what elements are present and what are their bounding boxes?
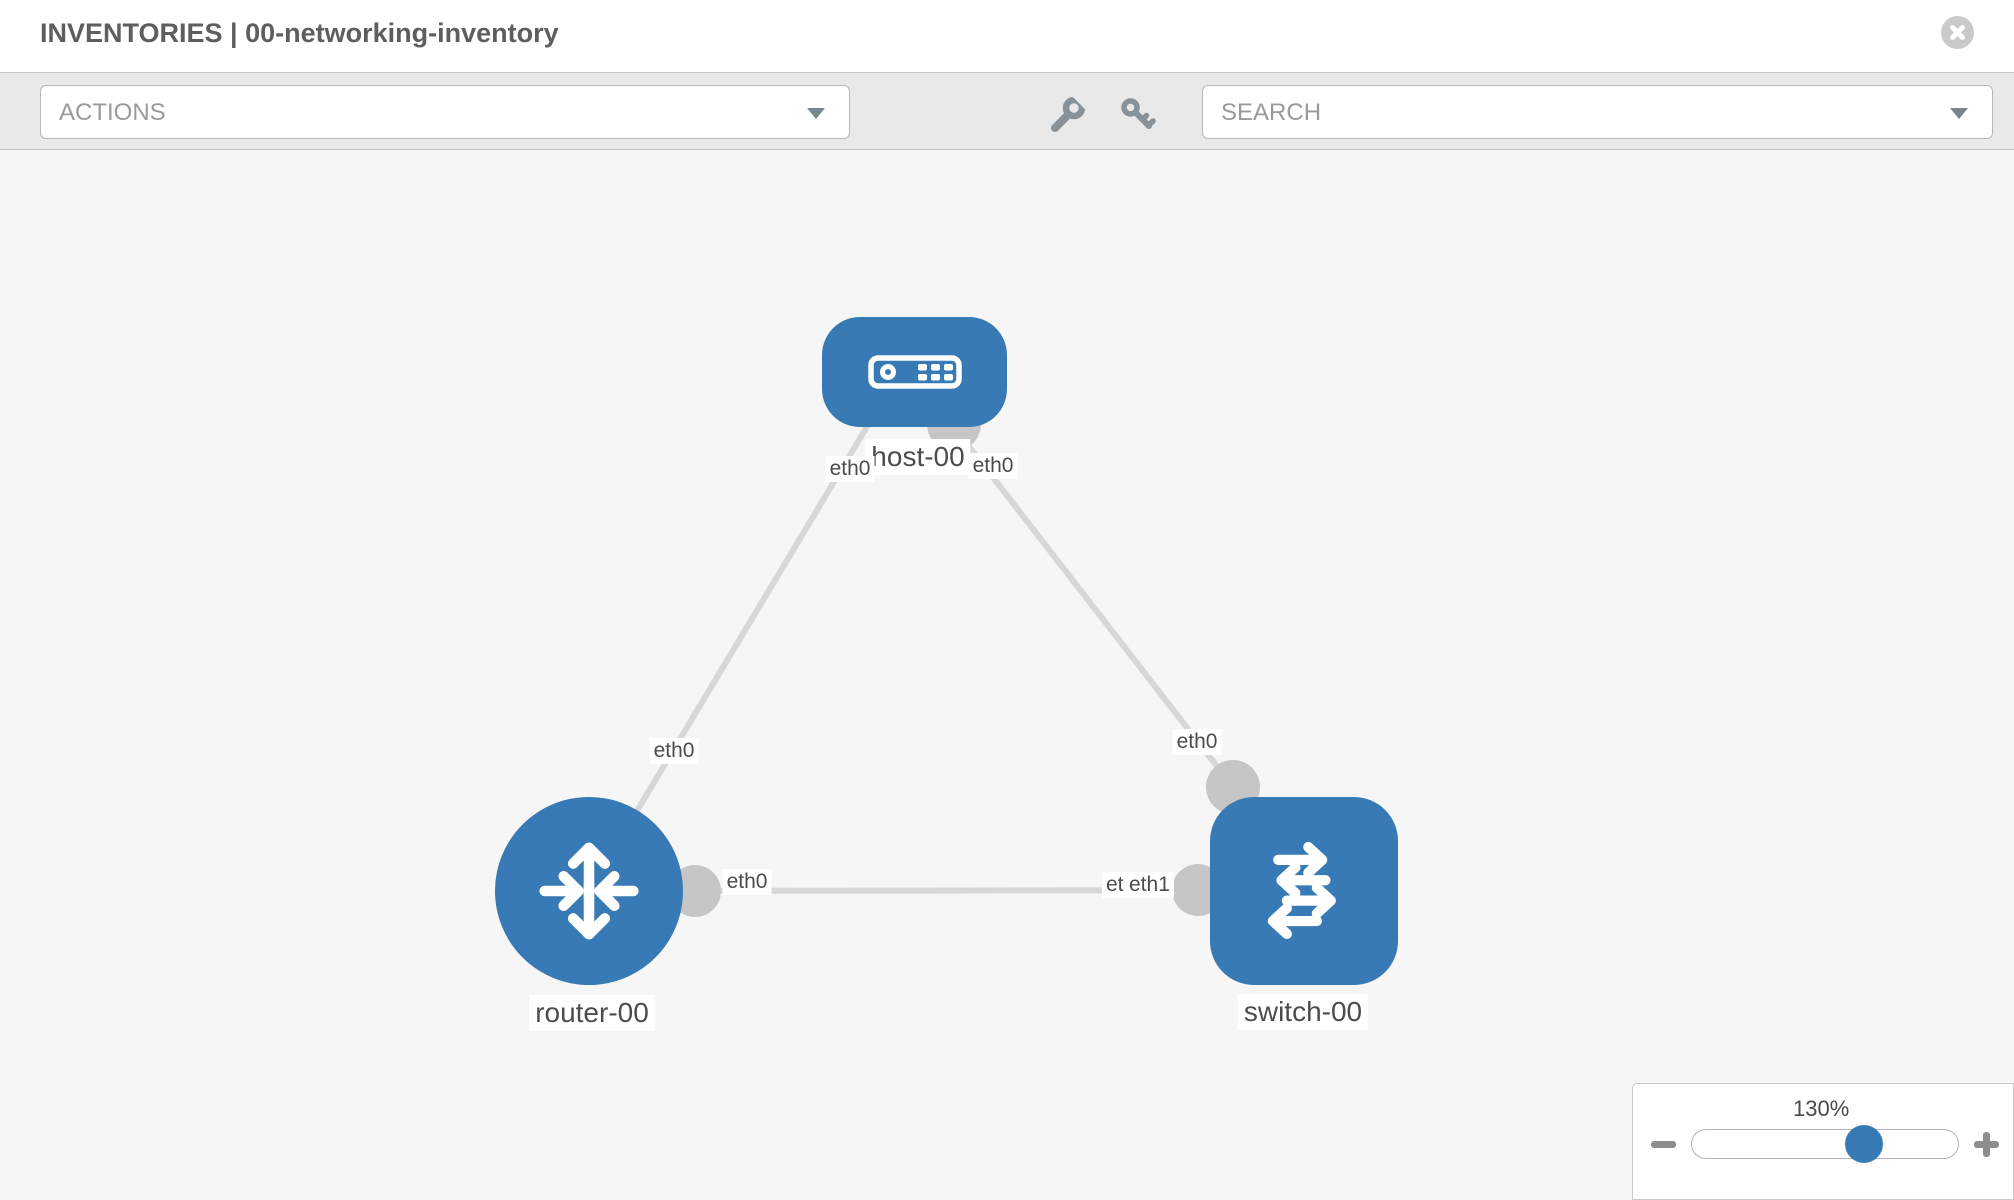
zoom-slider[interactable]	[1691, 1125, 1959, 1163]
zoom-in-button[interactable]	[1972, 1129, 2002, 1159]
zoom-slider-handle[interactable]	[1845, 1125, 1883, 1163]
zoom-out-button[interactable]	[1649, 1129, 1679, 1159]
interface-label-router-eth0-mid: eth0	[722, 869, 772, 895]
host-icon	[867, 355, 962, 389]
page-title: INVENTORIES | 00-networking-inventory	[40, 18, 559, 48]
interface-label-host-eth0-left: eth0	[825, 456, 875, 482]
window-header: INVENTORIES | 00-networking-inventory	[0, 0, 2014, 72]
interface-label-host-eth0-right: eth0	[968, 453, 1018, 479]
node-label-host: host-00	[865, 439, 971, 475]
topology-canvas[interactable]: host-00 router-00 switch-00 eth0 eth0 et…	[0, 150, 2014, 1200]
zoom-control-panel: 130%	[1632, 1083, 2014, 1200]
search-dropdown[interactable]: SEARCH	[1202, 85, 1993, 139]
router-icon	[539, 842, 639, 940]
interface-label-switch-eth1-mid: eth1	[1125, 872, 1174, 898]
plus-icon	[1983, 1132, 1990, 1157]
minus-icon	[1651, 1141, 1676, 1148]
key-icon	[1121, 98, 1156, 129]
wrench-icon	[1051, 88, 1094, 132]
switch-icon	[1267, 841, 1336, 940]
chevron-down-icon	[1950, 108, 1968, 119]
node-host-00[interactable]	[822, 317, 1007, 427]
node-switch-00[interactable]	[1210, 797, 1398, 985]
topology-links-layer	[586, 397, 1305, 917]
key-management-button[interactable]	[1048, 88, 1094, 135]
actions-dropdown-label: ACTIONS	[59, 99, 166, 126]
toolbar: ACTIONS SEARCH	[0, 72, 2014, 150]
node-label-switch: switch-00	[1237, 994, 1369, 1030]
search-placeholder: SEARCH	[1221, 99, 1322, 126]
node-router-00[interactable]	[495, 797, 683, 985]
credentials-button[interactable]	[1118, 95, 1158, 135]
node-label-router: router-00	[529, 995, 655, 1031]
zoom-level-label: 130%	[1793, 1096, 1850, 1121]
chevron-down-icon	[807, 108, 825, 119]
link-host-switch	[947, 420, 1236, 789]
interface-label-switch-eth0-top: eth0	[1172, 729, 1222, 755]
actions-dropdown[interactable]: ACTIONS	[40, 85, 850, 139]
interface-label-router-eth0-top: eth0	[649, 738, 699, 764]
close-button[interactable]	[1941, 16, 1974, 49]
